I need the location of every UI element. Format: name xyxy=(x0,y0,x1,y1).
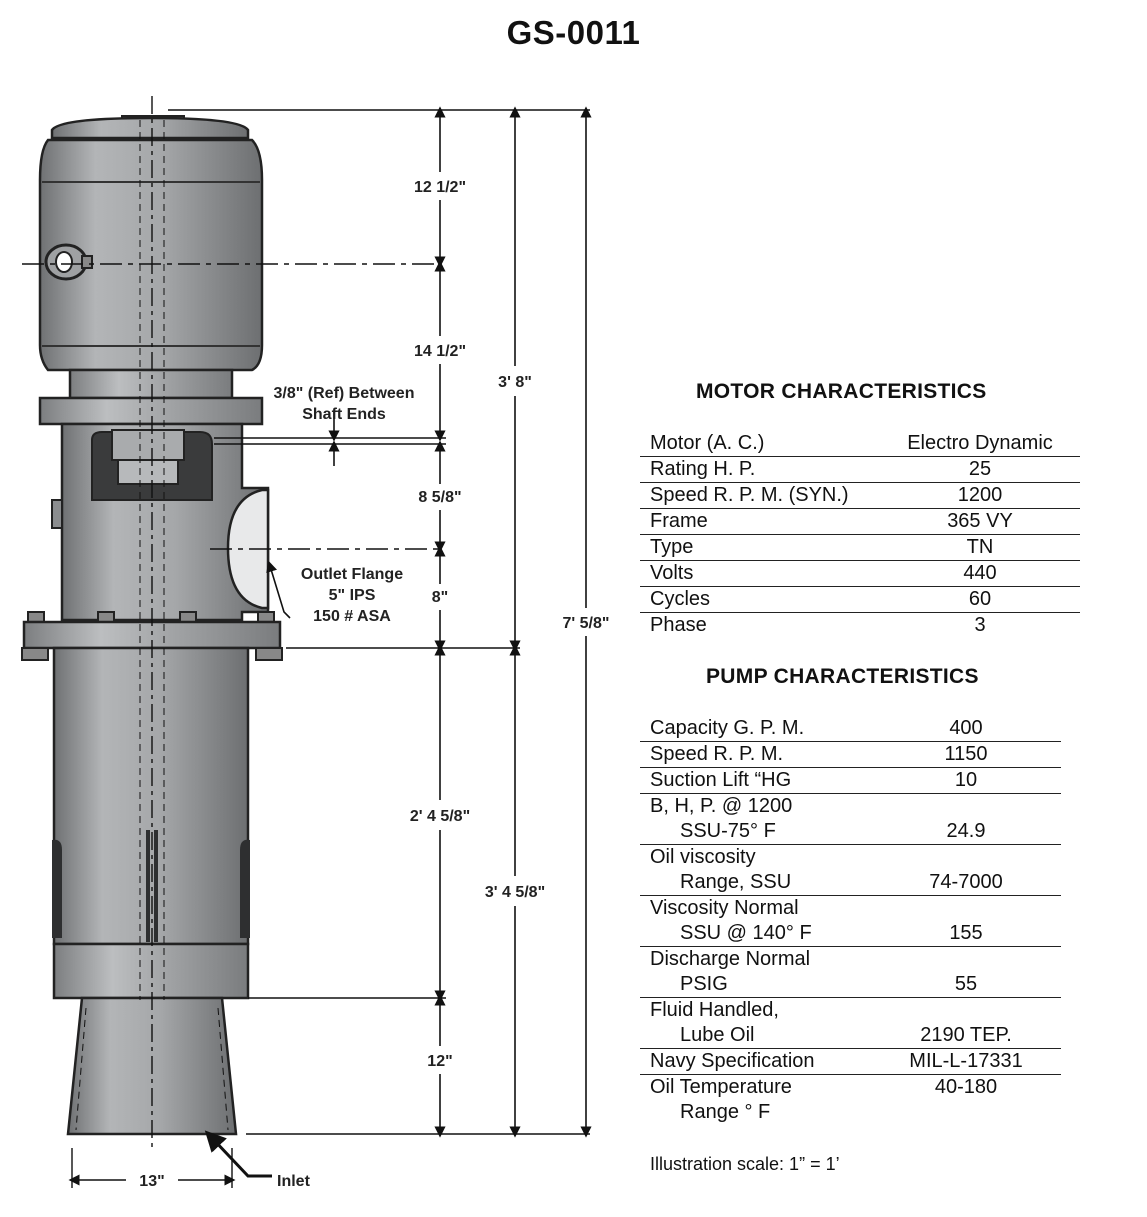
pump-value: 1150 xyxy=(861,741,1061,768)
motor-label: Phase xyxy=(650,614,707,636)
pump-drawing: 12 1/2" 14 1/2" 8 5/8" 8" 2' 4 5/8" 12" … xyxy=(21,96,610,1190)
pump-label-main: Discharge Normal xyxy=(650,948,811,970)
pump-label: Capacity G. P. M. xyxy=(640,716,861,742)
scale-note: Illustration scale: 1” = 1’ xyxy=(650,1154,840,1174)
motor-heading: MOTOR CHARACTERISTICS xyxy=(696,380,987,403)
motor-label: Type xyxy=(640,534,870,561)
motor-label: Volts xyxy=(640,560,870,587)
shaft-note-line1: 3/8" (Ref) Between xyxy=(274,385,415,402)
table-row: Motor (A. C.)Electro Dynamic xyxy=(640,431,1080,457)
pump-label: Fluid Handled, Lube Oil xyxy=(640,997,861,1049)
dim-14-1-2: 14 1/2" xyxy=(414,343,466,360)
outlet-note-line1: Outlet Flange xyxy=(301,566,403,583)
dim-2-4-5-8: 2' 4 5/8" xyxy=(410,808,470,825)
motor-value: 60 xyxy=(870,586,1080,613)
pump-value: 10 xyxy=(861,767,1061,794)
pump-value: 2190 TEP. xyxy=(861,997,1061,1049)
pump-label-sub: PSIG xyxy=(680,973,728,995)
dim-8-5-8: 8 5/8" xyxy=(418,489,461,506)
dim-13: 13" xyxy=(139,1173,164,1190)
pump-label-sub: SSU @ 140° F xyxy=(680,922,812,944)
shaft-note-line2: Shaft Ends xyxy=(302,406,386,423)
motor-value: 440 xyxy=(870,560,1080,587)
pump-heading: PUMP CHARACTERISTICS xyxy=(706,665,979,688)
motor-label: Rating H. P. xyxy=(640,456,870,483)
pump-label: Suction Lift “HG xyxy=(640,767,861,794)
outlet-note-line3: 150 # ASA xyxy=(313,608,391,625)
table-row: Phase 3 xyxy=(640,613,1080,639)
pump-value: 400 xyxy=(861,716,1061,742)
pump-label-main: Oil Temperature xyxy=(650,1076,792,1098)
table-row: Speed R. P. M. (SYN.)1200 xyxy=(640,482,1080,509)
motor-cap xyxy=(50,115,250,140)
pump-label-main: Viscosity Normal xyxy=(650,897,799,919)
pump-label-main: Oil viscosity xyxy=(650,846,756,868)
table-row: Rating H. P.25 xyxy=(640,456,1080,483)
motor-value: 25 xyxy=(870,456,1080,483)
table-row: Speed R. P. M.1150 xyxy=(640,741,1061,768)
centre-lines xyxy=(22,96,440,1150)
motor-label: Speed R. P. M. (SYN.) xyxy=(640,482,870,509)
motor-value: Electro Dynamic xyxy=(870,431,1080,457)
pump-column xyxy=(52,646,250,1000)
pump-value: 74-7000 xyxy=(861,844,1061,896)
pump-value: 55 xyxy=(861,946,1061,998)
pump-label: Navy Specification xyxy=(640,1048,861,1075)
pump-table: Capacity G. P. M.400 Speed R. P. M.1150 … xyxy=(640,716,1061,1125)
dim-3-8: 3' 8" xyxy=(498,374,532,391)
table-row: Capacity G. P. M.400 xyxy=(640,716,1061,742)
motor-label: Motor (A. C.) xyxy=(640,431,870,457)
pump-bracket xyxy=(51,422,270,622)
pump-label-sub: SSU-75° F xyxy=(680,820,776,842)
dim-12: 12" xyxy=(427,1053,452,1070)
pump-value: 40-180 xyxy=(934,1076,998,1098)
pump-value: MIL-L-17331 xyxy=(861,1048,1061,1075)
pump-label-sub: Range, SSU xyxy=(680,871,792,893)
dim-7-5-8: 7' 5/8" xyxy=(563,615,610,632)
pump-value: 155 xyxy=(861,895,1061,947)
dim-3-4-5-8: 3' 4 5/8" xyxy=(485,884,545,901)
pump-label-main: Fluid Handled, xyxy=(650,999,779,1021)
outlet-note-line2: 5" IPS xyxy=(329,587,376,604)
motor-value: TN xyxy=(870,534,1080,561)
pump-label: Speed R. P. M. xyxy=(640,741,861,768)
motor-label: Frame xyxy=(640,508,870,535)
pump-label-main: B, H, P. @ 1200 xyxy=(650,795,793,817)
drawing-title: GS-0011 xyxy=(506,14,641,51)
dim-8: 8" xyxy=(432,589,448,606)
motor-value: 3 xyxy=(974,614,986,636)
motor-table: Motor (A. C.)Electro Dynamic Rating H. P… xyxy=(640,431,1080,638)
motor-value: 1200 xyxy=(870,482,1080,509)
table-row: Fluid Handled, Lube Oil 2190 TEP. xyxy=(640,997,1061,1049)
motor-value: 365 VY xyxy=(870,508,1080,535)
motor-label: Cycles xyxy=(640,586,870,613)
eyebolt-icon xyxy=(44,243,93,281)
pump-label-sub: Lube Oil xyxy=(680,1024,755,1046)
motor-flange xyxy=(38,396,264,426)
pump-label-sub: Range ° F xyxy=(680,1101,771,1123)
dim-12-1-2: 12 1/2" xyxy=(414,179,466,196)
pump-value: 24.9 xyxy=(861,793,1061,845)
inlet-label: Inlet xyxy=(277,1173,311,1190)
dimension-arrows xyxy=(68,106,592,1186)
